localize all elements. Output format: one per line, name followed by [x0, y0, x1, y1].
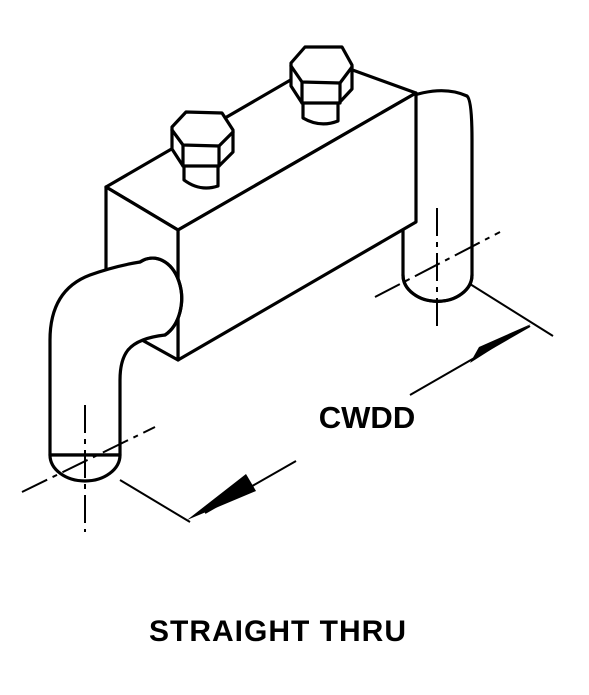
- arrow-head-right: [470, 324, 531, 363]
- dimension-extension-lines: [119, 283, 554, 523]
- hex-bolt-right: [289, 45, 354, 126]
- centerlines: [21, 208, 501, 532]
- arrow-head-left: [187, 474, 256, 520]
- hex-bolt-left: [170, 110, 235, 190]
- left-elbow-pipe: [48, 256, 184, 483]
- dimension-line: [187, 324, 531, 520]
- dimension-label: CWDD: [319, 400, 415, 435]
- caption: STRAIGHT THRU: [149, 615, 407, 648]
